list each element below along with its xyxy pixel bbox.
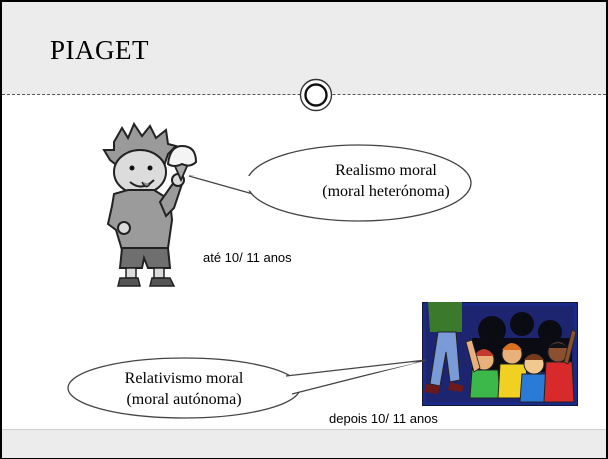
double-ring-emblem-icon xyxy=(299,78,333,112)
slide-footer xyxy=(2,429,606,458)
relativismo-subtitle: (moral autónoma) xyxy=(126,391,242,408)
realismo-subtitle: (moral heterónoma) xyxy=(322,183,450,200)
boy-with-ice-cream-icon xyxy=(102,121,198,287)
age-caption-before: até 10/ 11 anos xyxy=(203,250,292,265)
bubble-text-realismo: Realismo moral (moral heterónoma) xyxy=(270,160,502,202)
speech-bubble-realismo xyxy=(188,144,472,222)
relativismo-title: Relativismo moral xyxy=(124,370,244,387)
realismo-title: Realismo moral xyxy=(335,162,437,179)
slide-header xyxy=(2,2,606,94)
cheering-crowd-icon xyxy=(422,302,578,406)
speech-bubble-relativismo xyxy=(67,357,427,419)
bubble-text-relativismo: Relativismo moral (moral autónoma) xyxy=(68,368,300,410)
slide-title: PIAGET xyxy=(50,35,149,65)
age-caption-after: depois 10/ 11 anos xyxy=(329,411,438,426)
